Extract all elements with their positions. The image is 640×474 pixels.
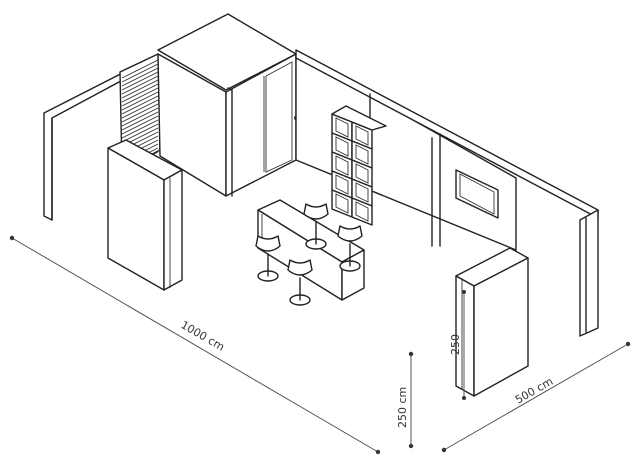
partition-height-label: 250 bbox=[449, 334, 462, 355]
storage-room bbox=[157, 13, 298, 197]
slatted-wall bbox=[119, 53, 161, 171]
tv-screen bbox=[455, 169, 499, 219]
dimension-height: 250 cm bbox=[396, 351, 414, 449]
back-wall-right bbox=[295, 49, 599, 251]
cube-shelf bbox=[331, 105, 387, 226]
right-partition bbox=[455, 247, 529, 397]
length-label: 1000 cm bbox=[179, 318, 227, 353]
depth-label: 500 cm bbox=[513, 375, 555, 407]
bar-counter bbox=[257, 199, 365, 301]
height-label: 250 cm bbox=[396, 387, 409, 428]
dimension-partition-height: 250 bbox=[449, 290, 466, 400]
left-partition bbox=[107, 139, 183, 291]
right-side-wall bbox=[579, 209, 599, 337]
bar-stools bbox=[255, 203, 363, 306]
